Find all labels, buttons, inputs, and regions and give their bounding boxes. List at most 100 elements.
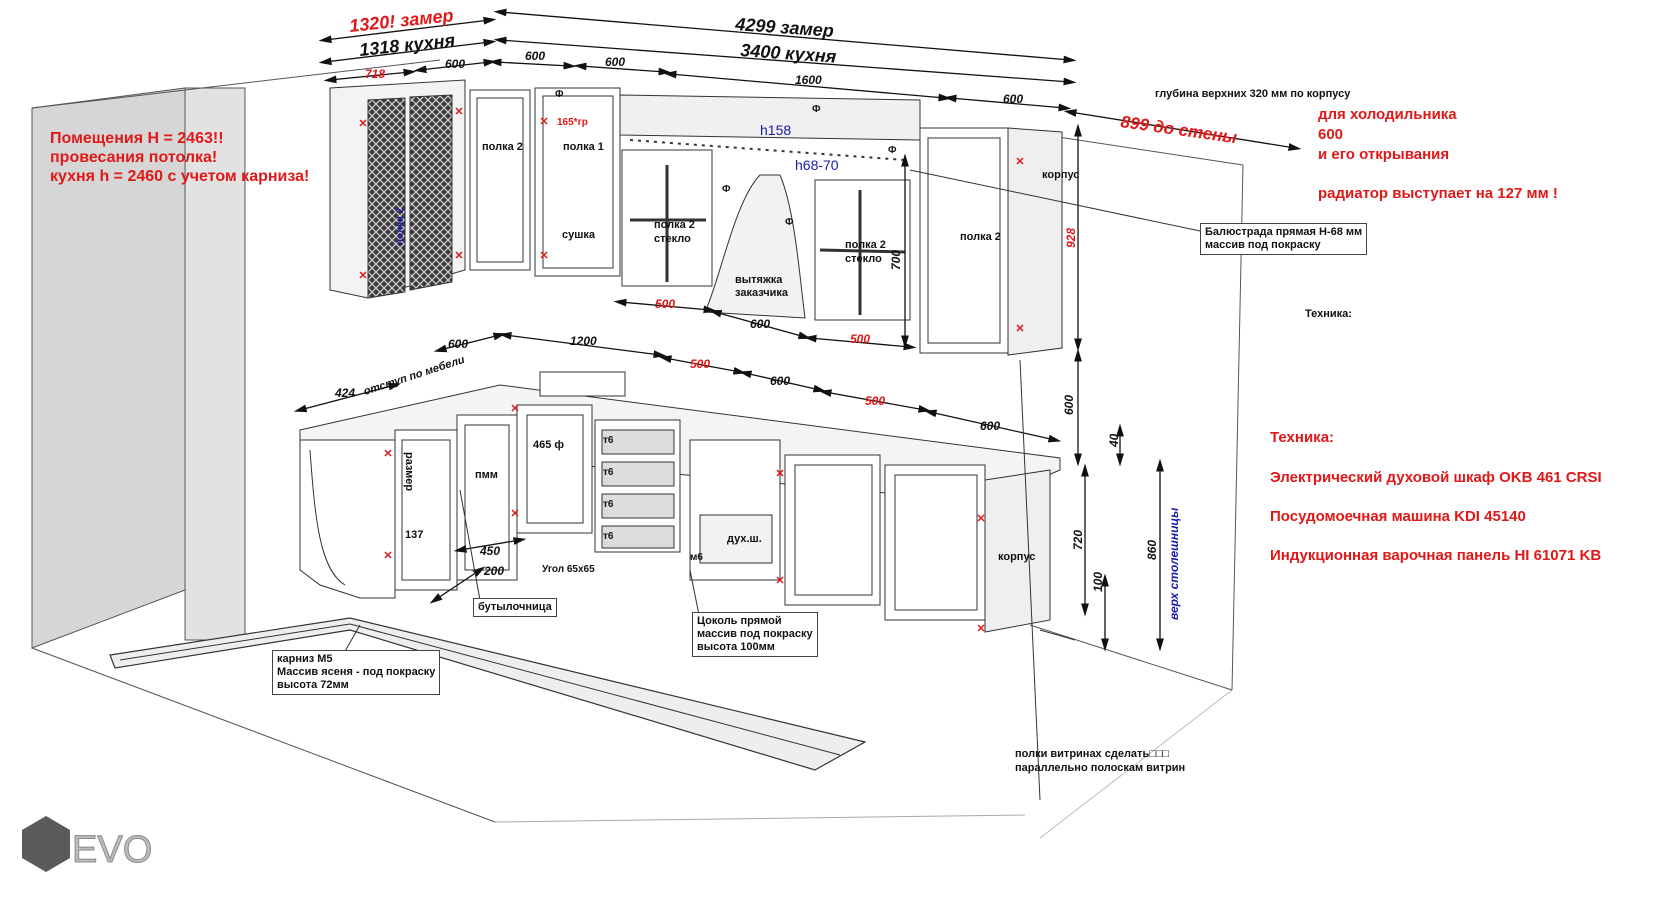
polki1-label: полки витринах сделать□□□ <box>1015 748 1169 760</box>
depth-label: глубина верхних 320 мм по корпусу <box>1155 88 1351 100</box>
leader-lines <box>339 169 1206 661</box>
h158-label: h158 <box>760 122 791 138</box>
dim-500c: 500 <box>690 357 710 371</box>
f465-label: 465 ф <box>533 439 564 451</box>
polka2a-label: полка 2 <box>482 141 523 153</box>
cokol-line3: высота 100мм <box>697 641 775 653</box>
polka2st2-label: полка 2 <box>845 239 886 251</box>
tehnika-small-label: Техника: <box>1305 308 1352 320</box>
room-note-3: кухня h = 2460 с учетом карниза! <box>50 168 309 185</box>
tech-title: Техника: <box>1270 429 1334 446</box>
t6a-label: т6 <box>603 435 614 446</box>
dim-40: 40 <box>1107 433 1121 448</box>
ugol-label: Угол 65х65 <box>542 564 595 575</box>
f2-label: Ф <box>812 104 821 115</box>
dukh-label: дух.ш. <box>727 533 762 545</box>
polka1-label: полка 1 <box>563 141 604 153</box>
dim-928: 928 <box>1064 228 1078 248</box>
razmer-label: размер <box>403 452 415 491</box>
vytyazhka1-label: вытяжка <box>735 274 783 286</box>
red-marks <box>359 107 1024 632</box>
polka2v-label: полка 2 <box>395 207 406 245</box>
f5-label: Ф <box>785 217 794 228</box>
karniz-note: карниз М5 Массив ясеня - под покраску вы… <box>272 650 441 695</box>
f1-label: Ф <box>555 89 564 100</box>
korpus1-label: корпус <box>1042 169 1079 181</box>
otstup-label: отступ по мебели <box>362 354 466 398</box>
cokol-note: Цоколь прямой массив под покраску высота… <box>692 612 818 657</box>
sushka-label: сушка <box>562 229 596 241</box>
karniz-line3: высота 72мм <box>277 679 349 691</box>
dim-720: 720 <box>1071 530 1085 550</box>
cokol-line1: Цоколь прямой <box>697 615 782 627</box>
dim-718: 718 <box>365 67 385 81</box>
dim-600a: 600 <box>525 49 545 63</box>
dim-700: 700 <box>889 250 903 270</box>
dim-500d: 500 <box>865 394 885 408</box>
t6c-label: т6 <box>603 499 614 510</box>
polka2b-label: полка 2 <box>960 231 1001 243</box>
dim-600h: 600 <box>980 419 1000 433</box>
verh-label: верх столешницы <box>1167 507 1181 620</box>
dim-600d: 600 <box>445 57 465 71</box>
dim-899: 899 до стены <box>1119 112 1238 147</box>
fridge-note-2: 600 <box>1318 126 1343 143</box>
tech-dishwasher: Посудомоечная машина KDI 45140 <box>1270 508 1526 525</box>
fridge-note-1: для холодильника <box>1318 106 1457 123</box>
steklo1-label: стекло <box>654 233 691 245</box>
m6-label: м6 <box>690 552 703 563</box>
dim-600c: 600 <box>1003 92 1023 106</box>
dim-200: 200 <box>483 564 504 578</box>
dim-4299: 4299 замер <box>734 14 835 41</box>
dim-600e: 600 <box>750 317 770 331</box>
radiator-note: радиатор выступает на 127 мм ! <box>1318 185 1558 202</box>
f4-label: Ф <box>722 184 731 195</box>
fridge-note-3: и его открывания <box>1318 146 1449 163</box>
h68-label: h68-70 <box>795 157 839 173</box>
balustrade-note: Балюстрада прямая Н-68 мм массив под пок… <box>1200 223 1368 255</box>
tech-hob: Индукционная варочная панель HI 61071 KB <box>1270 547 1601 564</box>
r137-label: 137 <box>405 529 423 541</box>
floor-cornice <box>109 617 867 771</box>
polki2-label: параллельно полоскам витрин <box>1015 762 1185 774</box>
butyl-note: бутылочница <box>473 598 557 617</box>
logo-text: EVO <box>72 829 152 871</box>
korpus2-label: корпус <box>998 551 1035 563</box>
upper-row <box>619 94 1063 356</box>
dim-424: 424 <box>334 386 355 400</box>
pmm-label: пмм <box>475 469 498 481</box>
steklo2-label: стекло <box>845 253 882 265</box>
cokol-line2: массив под покраску <box>697 628 813 640</box>
polka2st1-label: полка 2 <box>654 219 695 231</box>
t6b-label: т6 <box>603 467 614 478</box>
t6d-label: т6 <box>603 531 614 542</box>
dim-1200: 1200 <box>570 334 597 348</box>
vytyazhka2-label: заказчика <box>735 287 789 299</box>
left-upper-cabinet <box>329 79 621 299</box>
dim-450: 450 <box>479 544 500 558</box>
room-note-2: провесания потолка! <box>50 149 217 166</box>
dim-3400: 3400 кухня <box>740 40 838 67</box>
dim-600f: 600 <box>448 337 468 351</box>
f3-label: Ф <box>888 145 897 156</box>
dim-500a: 500 <box>655 297 675 311</box>
dim-1600: 1600 <box>795 73 822 87</box>
karniz-line1: карниз М5 <box>277 653 333 665</box>
dimension-lines <box>293 8 1302 801</box>
dim-600v: 600 <box>1062 395 1076 415</box>
butyl-line1: бутылочница <box>478 601 552 613</box>
base-cabinets <box>299 371 1061 633</box>
dim-500b: 500 <box>850 332 870 346</box>
dim-600b: 600 <box>605 55 625 69</box>
room-note-1: Помещения Н = 2463!! <box>50 130 224 147</box>
balustrade-line1: Балюстрада прямая Н-68 мм <box>1205 226 1363 238</box>
balustrade-line2: массив под покраску <box>1205 239 1321 251</box>
dim-600g: 600 <box>770 374 790 388</box>
deg165-label: 165*гр <box>557 117 588 128</box>
dim-860: 860 <box>1145 540 1159 560</box>
tech-oven: Электрический духовой шкаф OKB 461 CRSI <box>1270 469 1602 486</box>
karniz-line2: Массив ясеня - под покраску <box>277 666 436 678</box>
dim-100: 100 <box>1091 572 1105 592</box>
room-walls <box>31 59 1244 839</box>
